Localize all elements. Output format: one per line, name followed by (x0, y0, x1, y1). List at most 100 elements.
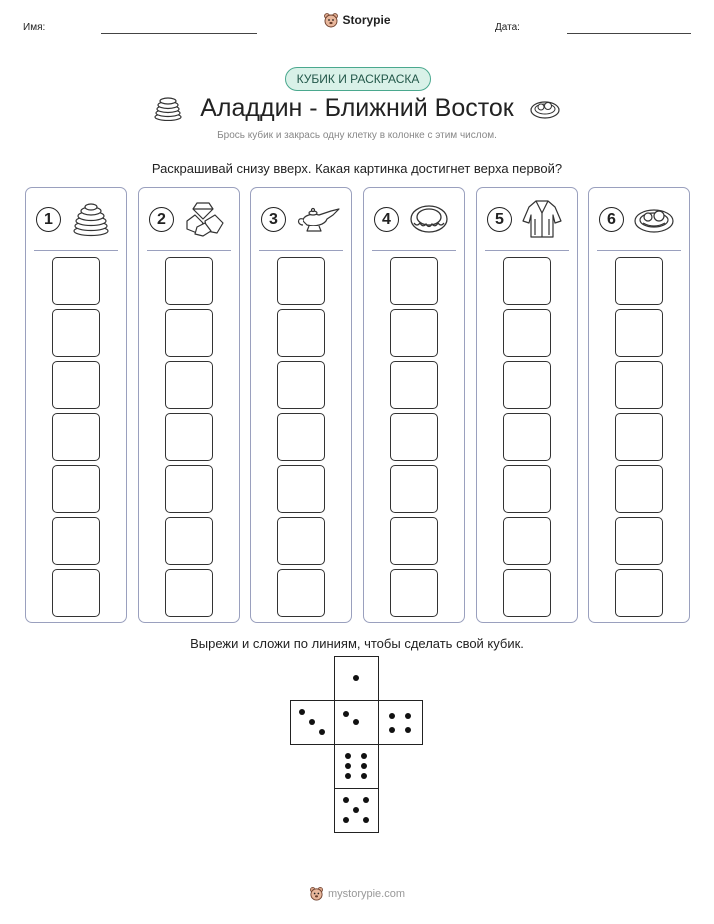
color-cell[interactable] (615, 569, 663, 617)
column-header: 4 (364, 201, 464, 237)
dice-column-2: 2 (138, 187, 240, 623)
instruction-text: Раскрашивай снизу вверх. Какая картинка … (151, 161, 563, 176)
color-cell[interactable] (277, 257, 325, 305)
color-cell[interactable] (165, 465, 213, 513)
column-divider (147, 250, 231, 251)
color-cell[interactable] (390, 517, 438, 565)
color-cell[interactable] (615, 517, 663, 565)
die-pip (319, 729, 325, 735)
date-label: Дата: (495, 22, 520, 33)
color-cell[interactable] (52, 361, 100, 409)
die-face-3 (290, 700, 335, 745)
bear-mascot-icon (310, 887, 323, 901)
die-pip (353, 807, 359, 813)
die-pip (389, 713, 395, 719)
column-divider (597, 250, 681, 251)
coins-icon (154, 97, 182, 121)
column-number: 2 (149, 207, 174, 232)
dice-column-3: 3 (250, 187, 352, 623)
color-cell[interactable] (390, 257, 438, 305)
column-divider (259, 250, 343, 251)
die-pip (343, 817, 349, 823)
color-cell[interactable] (277, 569, 325, 617)
color-cell[interactable] (503, 465, 551, 513)
color-cell[interactable] (503, 517, 551, 565)
color-cell[interactable] (390, 569, 438, 617)
column-header: 5 (477, 200, 577, 238)
die-pip (299, 709, 305, 715)
color-cell[interactable] (277, 361, 325, 409)
color-cell[interactable] (165, 309, 213, 357)
color-cell[interactable] (390, 361, 438, 409)
die-pip (361, 763, 367, 769)
die-pip (405, 727, 411, 733)
color-cell[interactable] (503, 361, 551, 409)
color-cell[interactable] (615, 465, 663, 513)
color-cell[interactable] (615, 413, 663, 461)
color-cell[interactable] (615, 361, 663, 409)
color-cell[interactable] (390, 309, 438, 357)
die-face-1 (334, 656, 379, 701)
color-cell[interactable] (615, 309, 663, 357)
die-face-2 (334, 700, 379, 745)
die-pip (353, 719, 359, 725)
color-cell[interactable] (390, 413, 438, 461)
die-pip (345, 763, 351, 769)
column-number: 6 (599, 207, 624, 232)
color-cell[interactable] (165, 517, 213, 565)
column-header: 2 (139, 201, 239, 237)
food-plate-icon (530, 101, 560, 119)
color-cell[interactable] (165, 413, 213, 461)
column-number: 3 (261, 207, 286, 232)
die-pip (361, 753, 367, 759)
gems-icon (186, 202, 224, 237)
color-cell[interactable] (277, 413, 325, 461)
coins-icon (73, 203, 109, 237)
color-cell[interactable] (52, 569, 100, 617)
color-cell[interactable] (503, 413, 551, 461)
color-cell[interactable] (165, 257, 213, 305)
dice-column-5: 5 (476, 187, 578, 623)
die-pip (363, 797, 369, 803)
color-cell[interactable] (390, 465, 438, 513)
die-pip (343, 797, 349, 803)
color-cell[interactable] (277, 309, 325, 357)
bear-mascot-icon (324, 13, 339, 28)
color-cell[interactable] (52, 257, 100, 305)
color-cell[interactable] (52, 413, 100, 461)
magic-lamp-icon (297, 207, 340, 232)
dice-column-6: 6 (588, 187, 690, 623)
die-pip (361, 773, 367, 779)
die-pip (309, 719, 315, 725)
column-divider (485, 250, 569, 251)
robe-icon (522, 200, 562, 238)
die-pip (363, 817, 369, 823)
brand-name: Storypie (342, 13, 391, 27)
page-title: Аладдин - Ближний Восток (200, 94, 514, 122)
die-pip (353, 675, 359, 681)
footer-url: mystorypie.com (327, 887, 406, 900)
color-cell[interactable] (165, 361, 213, 409)
bracelet-icon (410, 205, 448, 233)
column-header: 6 (589, 201, 689, 237)
color-cell[interactable] (503, 569, 551, 617)
date-line (567, 33, 691, 34)
color-cell[interactable] (52, 309, 100, 357)
color-cell[interactable] (165, 569, 213, 617)
color-cell[interactable] (277, 465, 325, 513)
column-header: 3 (251, 201, 351, 237)
dice-column-1: 1 (25, 187, 127, 623)
dice-column-4: 4 (363, 187, 465, 623)
color-cell[interactable] (277, 517, 325, 565)
color-cell[interactable] (615, 257, 663, 305)
column-divider (34, 250, 118, 251)
die-face-5 (334, 788, 379, 833)
color-cell[interactable] (52, 465, 100, 513)
color-cell[interactable] (503, 309, 551, 357)
name-line (101, 33, 257, 34)
die-pip (405, 713, 411, 719)
color-cell[interactable] (52, 517, 100, 565)
footer: mystorypie.com (0, 886, 714, 901)
brand-logo: Storypie (0, 12, 714, 28)
color-cell[interactable] (503, 257, 551, 305)
